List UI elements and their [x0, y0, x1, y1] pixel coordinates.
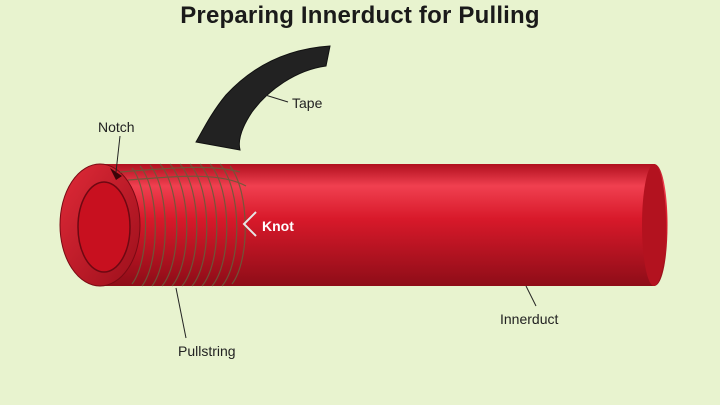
innerduct-label: Innerduct: [500, 311, 558, 327]
notch-cut: [110, 168, 122, 180]
pullstring-leader: [175, 287, 187, 339]
innerduct-bore: [77, 181, 131, 273]
tape-leader: [261, 93, 289, 103]
innerduct-leader: [525, 285, 537, 307]
knot-mark: [242, 211, 257, 237]
pullstring-label: Pullstring: [178, 343, 236, 359]
tape-label: Tape: [292, 95, 323, 111]
innerduct-far-end: [642, 164, 666, 286]
knot-label: Knot: [262, 218, 294, 234]
innerduct-body: [100, 164, 668, 286]
notch-leader: [115, 135, 121, 173]
pullstring-wraps: [119, 163, 247, 287]
diagram-title: Preparing Innerduct for Pulling: [180, 2, 540, 29]
tape-strip: [195, 45, 331, 151]
notch-label: Notch: [98, 119, 135, 135]
